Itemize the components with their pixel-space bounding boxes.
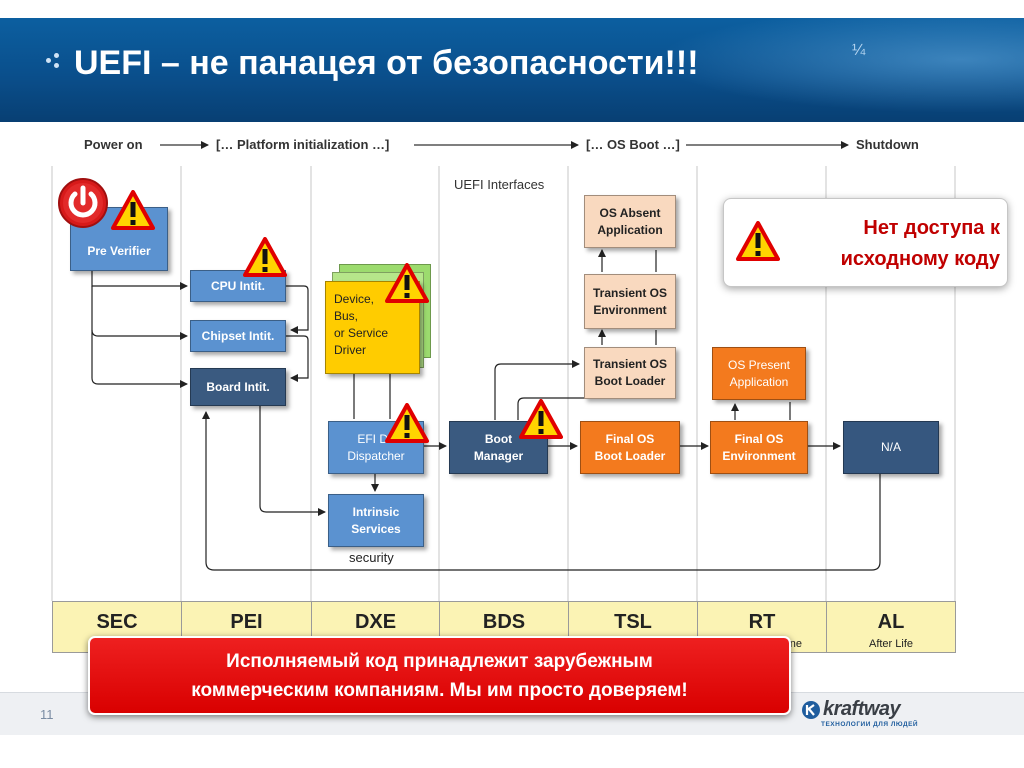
timeline-power-on: Power on [84, 137, 143, 152]
callout-line: исходному коду [840, 248, 1000, 270]
chipset-init-block: Chipset Intit. [190, 320, 286, 352]
kraftway-logo: kraftway ТЕХНОЛОГИИ ДЛЯ ЛЮДЕЙ [801, 698, 941, 734]
na-block: N/A [843, 421, 939, 474]
banner-decoration [604, 18, 1024, 122]
warning-icon [111, 190, 155, 230]
power-icon [58, 178, 108, 228]
callout-line: коммерческим компаниям. Мы им просто дов… [191, 680, 688, 701]
callout-line: Нет доступа к [863, 217, 1000, 239]
warning-icon [736, 221, 780, 261]
board-init-block: Board Intit. [190, 368, 286, 406]
no-source-access-callout: Нет доступа к исходному коду [723, 198, 1008, 287]
timeline-os-boot: [… OS Boot …] [586, 137, 680, 152]
warning-icon [243, 237, 287, 277]
warning-icon [385, 263, 429, 303]
timeline-shutdown: Shutdown [856, 137, 919, 152]
slide-number: 11 [40, 707, 54, 722]
slide-title: UEFI – не панацея от безопасности!!! [74, 44, 699, 82]
security-label: security [349, 550, 394, 565]
kraftway-logo-icon [802, 701, 820, 719]
title-banner [0, 18, 1024, 122]
warning-icon [385, 403, 429, 443]
warning-icon [519, 399, 563, 439]
spiral-decoration-icon: ¼ [852, 42, 866, 59]
device-driver-block: Device, Bus, or Service Driver [325, 281, 420, 374]
trust-warning-callout: Исполняемый код принадлежит зарубежным к… [88, 636, 791, 715]
timeline-platform-init: [… Platform initialization …] [216, 137, 390, 152]
callout-line: Исполняемый код принадлежит зарубежным [226, 651, 653, 672]
uefi-interfaces-label: UEFI Interfaces [454, 177, 545, 192]
